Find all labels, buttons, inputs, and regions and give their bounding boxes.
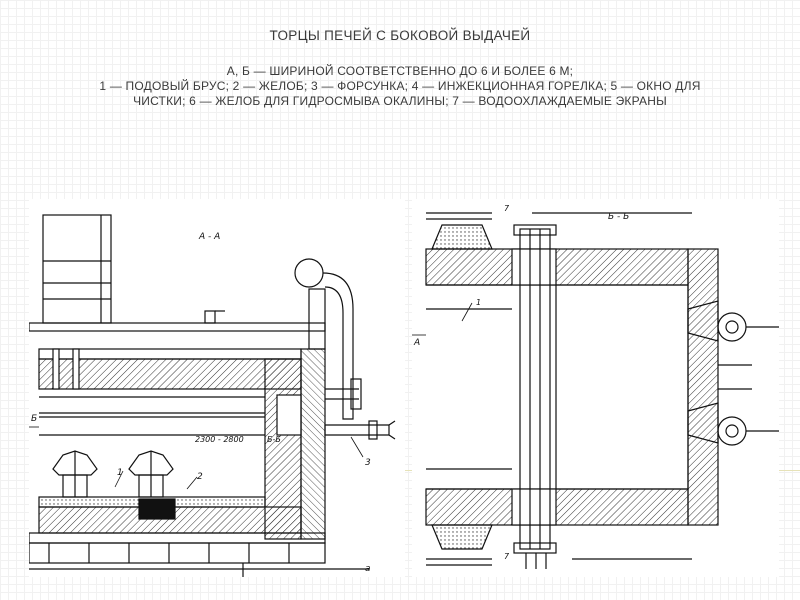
callout-7-top: 7 [504,204,510,213]
callout-2: 2 [197,472,203,482]
callout-3: 3 [365,458,371,468]
cut-label: Б-Б [267,435,281,444]
slide-subtitle: А, Б — ШИРИНОЙ СООТВЕТСТВЕННО ДО 6 И БОЛ… [40,64,760,109]
drawing-section-a-a: А - А 2300 - 2800 Б-Б Б 1 2 3 а [29,199,405,577]
side-mark: Б [31,414,37,424]
callout-1: 1 [117,468,123,478]
callout-1: 1 [476,298,481,307]
section-label: Б - Б [608,212,629,222]
slide-title: ТОРЦЫ ПЕЧЕЙ С БОКОВОЙ ВЫДАЧЕЙ [269,28,531,43]
callout-7-bottom: 7 [504,552,510,561]
dimension-label: 2300 - 2800 [195,435,244,444]
corner-mark: а [365,564,371,574]
drawing-section-b-b: Б - Б А 7 1 7 [412,199,779,577]
section-label: А - А [198,232,220,242]
subtitle-line: ЧИСТКИ; 6 — ЖЕЛОБ ДЛЯ ГИДРОСМЫВА ОКАЛИНЫ… [133,94,667,108]
subtitle-line: А, Б — ШИРИНОЙ СООТВЕТСТВЕННО ДО 6 И БОЛ… [226,64,574,78]
side-mark: А [413,338,420,348]
subtitle-line: 1 — ПОДОВЫЙ БРУС; 2 — ЖЕЛОБ; 3 — ФОРСУНК… [99,79,701,93]
